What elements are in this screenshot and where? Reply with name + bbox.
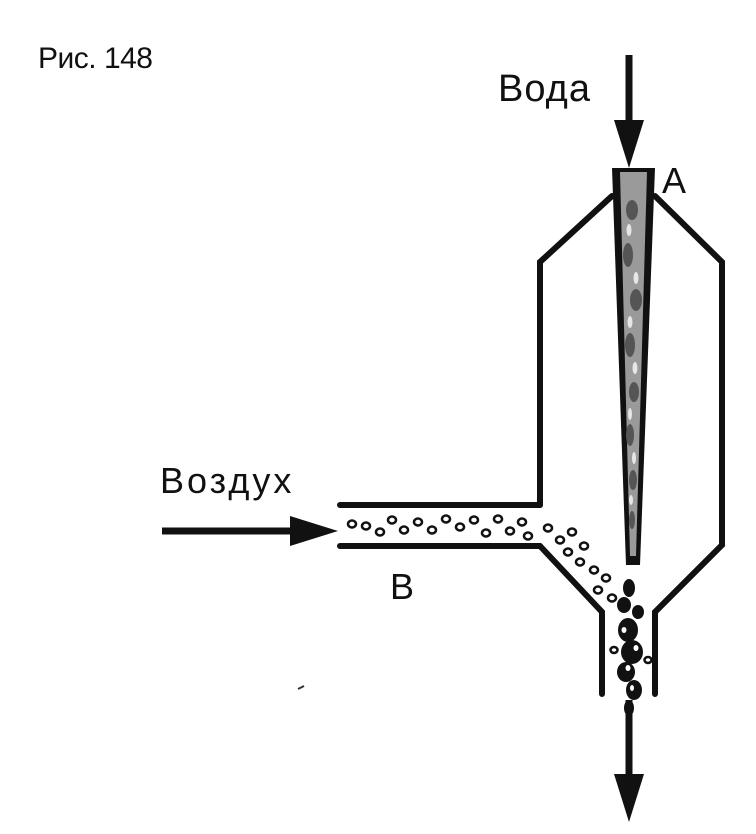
stray-mark bbox=[297, 685, 305, 690]
water-stream-texture bbox=[623, 200, 642, 529]
mixed-stream bbox=[617, 579, 644, 716]
air-bubbles bbox=[346, 514, 653, 665]
air-inlet-label: Воздух bbox=[160, 460, 295, 501]
water-inlet-label: Вода bbox=[498, 68, 591, 110]
outlet-arrow bbox=[614, 700, 644, 822]
figure-caption: Рис. 148 bbox=[38, 42, 153, 75]
chamber-lower-left-wall bbox=[537, 543, 605, 697]
air-inlet-arrow bbox=[162, 516, 338, 546]
point-b-label: В bbox=[390, 566, 415, 607]
chamber-left-wall bbox=[537, 193, 615, 508]
point-a-label: А bbox=[662, 160, 687, 201]
chamber-right-wall bbox=[652, 193, 725, 697]
water-inlet-arrow bbox=[614, 55, 644, 168]
